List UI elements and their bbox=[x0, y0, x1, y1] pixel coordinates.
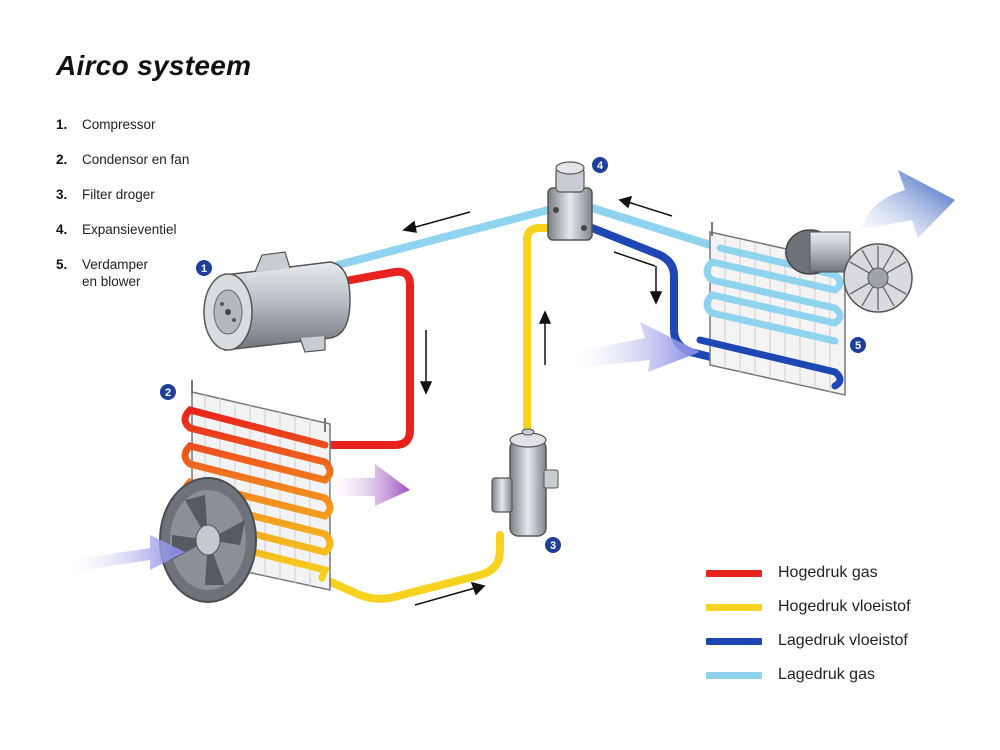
condenser-fan bbox=[159, 477, 257, 603]
condenser-coil bbox=[181, 406, 334, 582]
legend-swatch bbox=[706, 569, 762, 577]
flow-arrows bbox=[402, 195, 673, 606]
filter-drier bbox=[491, 428, 559, 537]
pipe-high-pressure-liquid bbox=[318, 531, 504, 603]
badge-expansion-valve: 4 bbox=[592, 157, 608, 173]
component-number: 3. bbox=[56, 187, 68, 202]
legend-swatch bbox=[706, 637, 762, 645]
component-item-condenser: 2. Condensor en fan bbox=[56, 151, 189, 168]
pipe-low-pressure-gas bbox=[334, 206, 552, 269]
legend-item-low-pressure-liquid: Lagedruk vloeistof bbox=[706, 624, 911, 658]
airflow-evaporator-arrow bbox=[575, 322, 700, 372]
pipe-low-pressure-gas-return bbox=[588, 204, 724, 252]
legend-label: Hogedruk vloeistof bbox=[778, 598, 911, 615]
component-item-expansion-valve: 4. Expansieventiel bbox=[56, 221, 189, 238]
component-number: 5. bbox=[56, 257, 68, 272]
badge-compressor: 1 bbox=[196, 260, 212, 276]
expansion-valve bbox=[547, 161, 593, 241]
component-label: Compressor bbox=[82, 117, 156, 132]
component-label: Filter droger bbox=[82, 187, 155, 202]
component-list: 1. Compressor 2. Condensor en fan 3. Fil… bbox=[56, 116, 189, 308]
svg-text:3: 3 bbox=[550, 540, 556, 552]
airflow-out-arrow bbox=[860, 170, 955, 238]
legend-label: Lagedruk gas bbox=[778, 666, 875, 683]
svg-text:2: 2 bbox=[165, 387, 171, 399]
legend-label: Lagedruk vloeistof bbox=[778, 632, 908, 649]
blower bbox=[785, 229, 913, 313]
compressor bbox=[203, 251, 351, 353]
badge-evaporator: 5 bbox=[850, 337, 866, 353]
evaporator-coil-liquid bbox=[696, 336, 844, 390]
pipe-high-pressure-liquid-riser bbox=[523, 224, 556, 436]
svg-text:1: 1 bbox=[201, 263, 207, 275]
svg-text:5: 5 bbox=[855, 340, 861, 352]
component-item-evaporator: 5. Verdamper en blower bbox=[56, 256, 189, 290]
svg-text:4: 4 bbox=[597, 160, 604, 172]
component-item-filter-drier: 3. Filter droger bbox=[56, 186, 189, 203]
component-label: Verdamper en blower bbox=[82, 257, 149, 289]
component-label: Expansieventiel bbox=[82, 222, 177, 237]
legend-item-high-pressure-gas: Hogedruk gas bbox=[706, 556, 911, 590]
component-number: 4. bbox=[56, 222, 68, 237]
component-label: Condensor en fan bbox=[82, 152, 190, 167]
component-number: 1. bbox=[56, 117, 68, 132]
legend-label: Hogedruk gas bbox=[778, 564, 878, 581]
badge-filter-drier: 3 bbox=[545, 537, 561, 553]
legend-item-low-pressure-gas: Lagedruk gas bbox=[706, 658, 911, 692]
legend-swatch bbox=[706, 671, 762, 679]
diagram-title: Airco systeem bbox=[56, 50, 252, 81]
pipe-legend: Hogedruk gas Hogedruk vloeistof Lagedruk… bbox=[706, 556, 911, 692]
legend-item-high-pressure-liquid: Hogedruk vloeistof bbox=[706, 590, 911, 624]
badge-condenser: 2 bbox=[160, 384, 176, 400]
legend-swatch bbox=[706, 603, 762, 611]
airflow-hot-arrow bbox=[330, 464, 410, 506]
airflow-in-arrow bbox=[70, 535, 185, 572]
evaporator-coil-gas bbox=[703, 244, 844, 345]
pipe-high-pressure-gas bbox=[321, 267, 414, 449]
component-item-compressor: 1. Compressor bbox=[56, 116, 189, 133]
component-number: 2. bbox=[56, 152, 68, 167]
